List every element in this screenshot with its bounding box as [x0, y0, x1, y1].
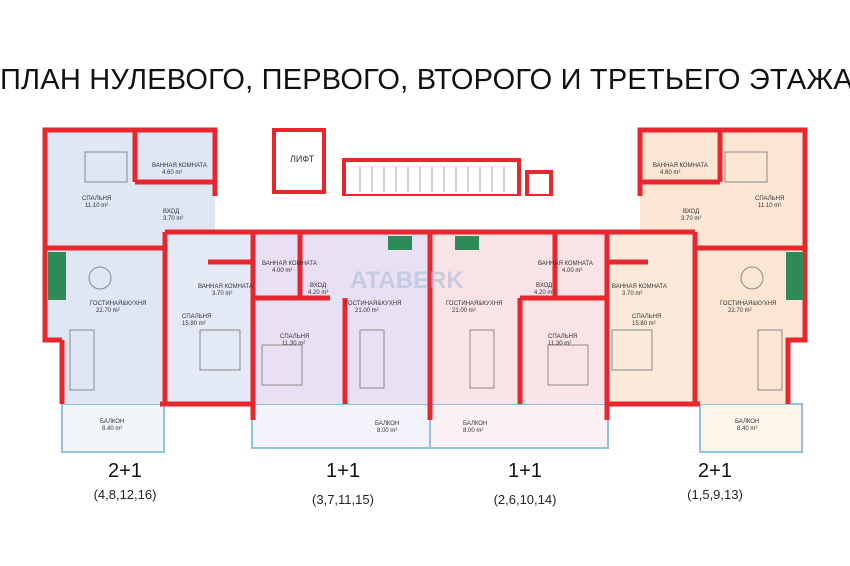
apt-2-bath-area: 4.00 m² — [272, 268, 292, 274]
apt-4-balcony-area: 8.40 m² — [737, 426, 757, 432]
lift-shaft — [272, 128, 326, 194]
apt-1-labels: СПАЛЬНЯ 11.10 m² ВАННАЯ КОМНАТА 4.60 m² … — [82, 163, 253, 432]
apt-4-bedroom-b-name: СПАЛЬНЯ — [632, 314, 661, 320]
balcony-apt-2 — [251, 403, 431, 449]
sofa-apt-2 — [359, 329, 385, 389]
wall-apt-4-outer — [637, 127, 808, 404]
apt-3-bath-name: ВАННАЯ КОМНАТА — [538, 261, 593, 267]
apt-1-bedroom-b-name: СПАЛЬНЯ — [182, 314, 211, 320]
bed-apt-2 — [261, 344, 303, 386]
apt-2-bedroom-area: 11.30 m² — [282, 341, 305, 347]
core — [215, 128, 640, 232]
apt-1-balcony-area: 8.40 m² — [102, 426, 122, 432]
apt-1-area — [45, 130, 215, 404]
apt-4-bath-a-area: 4.60 m² — [660, 170, 680, 176]
apt-3-bedroom-area: 11.30 m² — [548, 341, 571, 347]
apt-2-balcony-area: 8.00 m² — [377, 428, 397, 434]
apt-2-balcony-name: БАЛКОН — [375, 421, 399, 427]
bed-apt-1 — [84, 151, 128, 183]
apt-1-type: 2+1 — [108, 460, 142, 482]
wall-apt-1-outer — [42, 127, 218, 343]
apt-1-entry-area: 3.70 m² — [163, 216, 183, 222]
apt-2-living-name: ГОСТИНАЯ&КУХНЯ — [345, 301, 401, 307]
apt-1-bedroom-b-area: 15.80 m² — [182, 321, 206, 327]
bed-apt-3 — [547, 344, 589, 386]
balcony-apt-4 — [699, 403, 803, 453]
apt-3-bedroom-name: СПАЛЬНЯ — [548, 334, 577, 340]
apt-4-bath-a-name: ВАННАЯ КОМНАТА — [653, 163, 708, 169]
apt-1-bedroom-a-name: СПАЛЬНЯ — [82, 196, 111, 202]
apt-2-bedroom-name: СПАЛЬНЯ — [280, 334, 309, 340]
furniture — [69, 151, 783, 391]
apt-3-numbers: (2,6,10,14) — [493, 492, 557, 507]
apt-4-living-name: ГОСТИНАЯ&КУХНЯ — [720, 301, 776, 307]
apt-3-living-area: 21.00 m² — [452, 308, 476, 314]
apt-2-entry-name: ВХОД — [310, 283, 326, 289]
apt-4-area — [640, 130, 805, 404]
apt-1-numbers: (4,8,12,16) — [93, 487, 157, 502]
apt-3-type: 1+1 — [508, 460, 542, 482]
shaft-small — [525, 170, 553, 198]
plan-title: ПЛАН НУЛЕВОГО, ПЕРВОГО, ВТОРОГО И ТРЕТЬЕ… — [0, 64, 850, 96]
corridor — [215, 196, 640, 232]
apt-4-bath-b-name: ВАННАЯ КОМНАТА — [612, 284, 667, 290]
walls — [42, 127, 808, 420]
apt-4-living-area: 22.70 m² — [728, 308, 752, 314]
apt-1-living-name: ГОСТИНАЯ&КУХНЯ — [90, 301, 146, 307]
watermark: ATABERK — [350, 267, 464, 294]
apt-3-living-name: ГОСТИНАЯ&КУХНЯ — [446, 301, 502, 307]
apt-3-balcony-area: 8.00 m² — [463, 428, 483, 434]
bed-apt-1-b — [199, 329, 241, 371]
apt-1-bedroom-a-area: 11.10 m² — [85, 203, 108, 209]
apt-3-labels: ВАННАЯ КОМНАТА 4.00 m² ВХОД 4.20 m² ГОСТ… — [446, 261, 593, 434]
apt-4-balcony-name: БАЛКОН — [735, 419, 759, 425]
apt-2-numbers: (3,7,11,15) — [312, 492, 374, 507]
apt-2-bath-name: ВАННАЯ КОМНАТА — [262, 261, 317, 267]
apt-1-bath-b-name: ВАННАЯ КОМНАТА — [198, 284, 253, 290]
bed-apt-4-b — [611, 329, 653, 371]
apt-1-entry-name: ВХОД — [163, 209, 179, 215]
apt-4-bath-b-area: 3.70 m² — [622, 291, 642, 297]
apt-4-entry-area: 3.70 m² — [681, 216, 701, 222]
lift-label: ЛИФТ — [290, 154, 315, 164]
apt-4-bedroom-b-area: 15.80 m² — [632, 321, 656, 327]
apt-4-type: 2+1 — [698, 460, 732, 482]
apt-2-area — [253, 232, 430, 404]
sofa-apt-1 — [69, 329, 95, 391]
apt-2-entry-area: 4.20 m² — [308, 290, 328, 296]
balcony-apt-1 — [61, 403, 165, 453]
balcony-apt-3 — [429, 403, 609, 449]
apt-4-entry-name: ВХОД — [683, 209, 699, 215]
apt-3-bath-area: 4.00 m² — [562, 268, 582, 274]
apt-2-type: 1+1 — [326, 460, 360, 482]
dining-table-apt-1 — [88, 266, 112, 290]
apt-4-labels: СПАЛЬНЯ 11.10 m² ВАННАЯ КОМНАТА 4.60 m² … — [612, 163, 784, 432]
apt-1-living-area: 22.70 m² — [96, 308, 120, 314]
apt-2-labels: ВАННАЯ КОМНАТА 4.00 m² ВХОД 4.20 m² ГОСТ… — [262, 261, 401, 434]
apt-1-balcony-name: БАЛКОН — [100, 419, 124, 425]
apt-4-bedroom-a-area: 11.10 m² — [758, 203, 781, 209]
bed-apt-4 — [724, 151, 768, 183]
apt-1-bath-b-area: 3.70 m² — [212, 291, 232, 297]
apt-2-living-area: 21.00 m² — [355, 308, 379, 314]
apt-4-bedroom-a-name: СПАЛЬНЯ — [755, 196, 784, 202]
apt-4-numbers: (1,5,9,13) — [687, 487, 743, 502]
apt-1-bath-a-name: ВАННАЯ КОМНАТА — [152, 163, 207, 169]
apt-3-entry-name: ВХОД — [536, 283, 552, 289]
sofa-apt-4 — [757, 329, 783, 391]
apt-3-entry-area: 4.20 m² — [534, 290, 554, 296]
kitchen-units — [48, 236, 804, 300]
apt-1-bath-a-area: 4.60 m² — [162, 170, 182, 176]
sofa-apt-3 — [469, 329, 495, 389]
dining-table-apt-4 — [740, 266, 764, 290]
apt-3-balcony-name: БАЛКОН — [463, 421, 487, 427]
